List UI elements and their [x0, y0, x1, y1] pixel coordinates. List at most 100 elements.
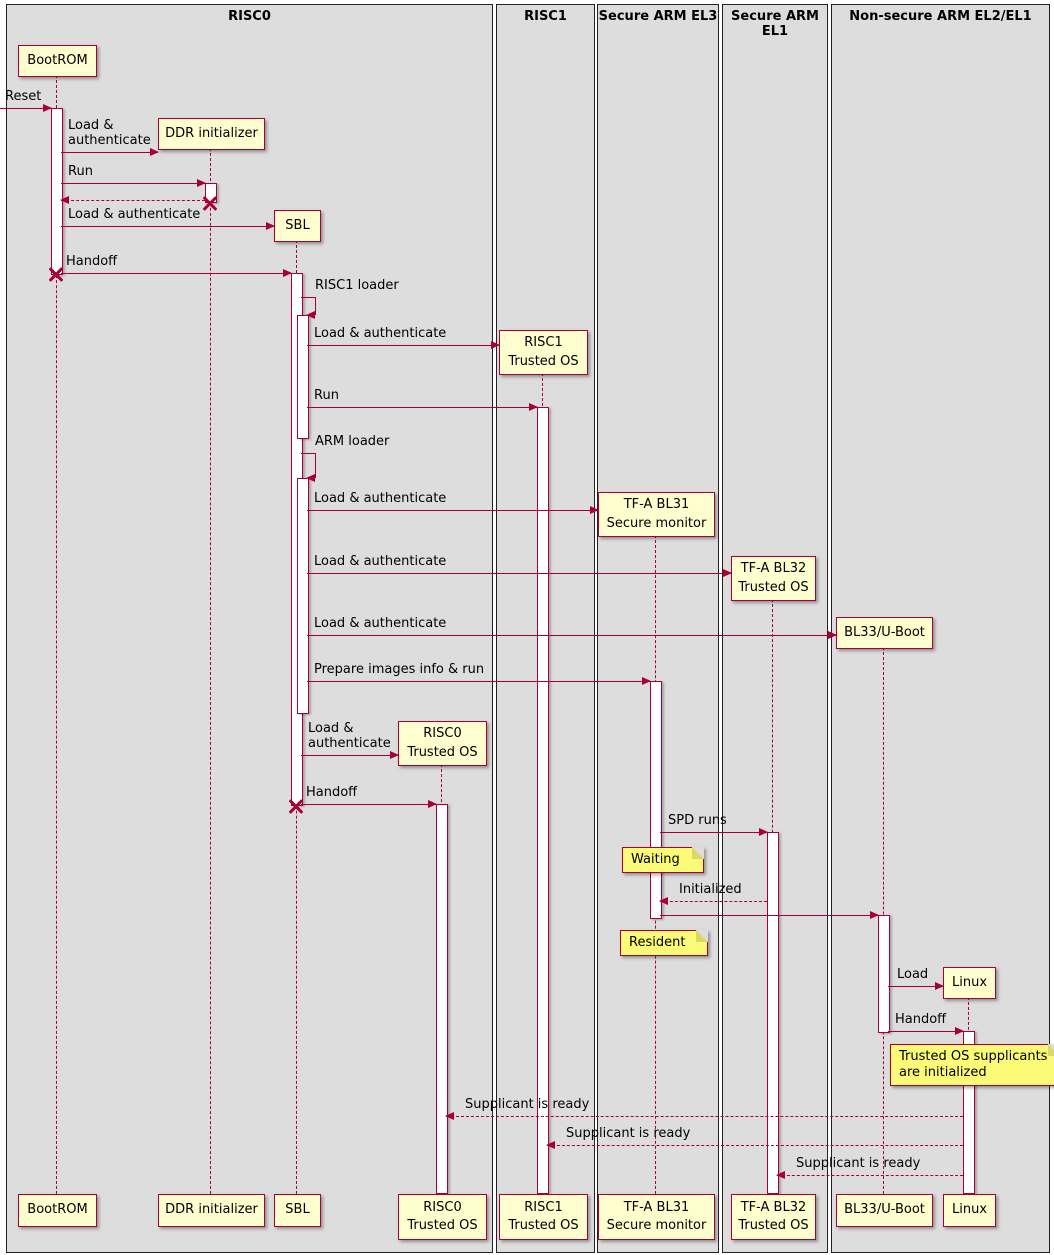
arrow-load-auth-bl31 [307, 506, 599, 514]
participant-ddr-top: DDR initializer [158, 118, 265, 150]
participant-risc0-tos-top: RISC0 Trusted OS [398, 721, 487, 766]
arrowhead [491, 341, 500, 349]
arrow-arm-loader-return [306, 474, 315, 482]
arrow-load-auth-bl33 [307, 631, 837, 639]
arrow-load-auth-risc1 [307, 341, 500, 349]
participant-linux-bottom: Linux [943, 1194, 996, 1227]
participant-sbl-bottom: SBL [274, 1194, 321, 1227]
arrow-handoff-risc0 [301, 800, 437, 808]
participant-ddr-bottom: DDR initializer [158, 1194, 265, 1227]
arrowhead [723, 569, 732, 577]
activation-risc0-tos [436, 804, 448, 1194]
activation-bl31 [650, 681, 662, 919]
arrow-load-auth-bl32 [307, 569, 732, 577]
participant-linux-top: Linux [943, 967, 996, 999]
arrowhead [428, 800, 437, 808]
label-spd-runs: SPD runs [668, 813, 727, 828]
participant-risc1-tos-top: RISC1 Trusted OS [499, 330, 588, 375]
arrowhead [60, 196, 69, 204]
label-handoff-risc0: Handoff [306, 785, 358, 800]
participant-bl32-top: TF-A BL32 Trusted OS [731, 556, 816, 601]
note-supplicants: Trusted OS supplicants are initialized [890, 1044, 1054, 1086]
label-run-ddr: Run [68, 164, 93, 179]
arrow-bl31-to-bl33 [660, 911, 879, 919]
arrowhead [445, 1112, 454, 1120]
arrow-handoff-linux [888, 1027, 964, 1035]
arrowhead [759, 828, 768, 836]
label-supplicant-risc1: Supplicant is ready [566, 1126, 691, 1141]
arrow-reset [0, 104, 52, 112]
label-risc1-loader: RISC1 loader [315, 278, 399, 293]
label-supplicant-bl32: Supplicant is ready [796, 1156, 921, 1171]
arrowhead [642, 677, 651, 685]
arrowhead [306, 311, 315, 319]
arrow-risc1-loader-top [301, 297, 315, 298]
lane-secure-arm-el3: Secure ARM EL3 [597, 4, 719, 1253]
activation-risc1-tos [537, 407, 549, 1194]
activation-sbl-arm-loader [297, 478, 309, 714]
arrowhead [546, 1141, 555, 1149]
participant-risc1-tos-bottom: RISC1 Trusted OS [499, 1194, 588, 1240]
arrowhead [870, 911, 879, 919]
participant-bl31-top: TF-A BL31 Secure monitor [598, 492, 715, 537]
label-load-auth-bl33: Load & authenticate [314, 616, 447, 631]
lane-title-secure-arm-el3: Secure ARM EL3 [598, 9, 718, 24]
label-load-auth-ddr: Load & authenticate [68, 118, 151, 148]
lane-title-secure-arm-el1: Secure ARM EL1 [731, 9, 819, 39]
arrowhead [529, 403, 538, 411]
destroy-x-bootrom [47, 265, 65, 283]
label-load-auth-bl31: Load & authenticate [314, 491, 447, 506]
arrowhead [935, 982, 944, 990]
activation-bootrom [51, 108, 63, 275]
lane-title-risc0: RISC0 [228, 9, 271, 24]
destroy-x-sbl [287, 797, 305, 815]
arrow-prepare-run [307, 677, 651, 685]
label-handoff-sbl: Handoff [66, 254, 118, 269]
note-waiting: Waiting [622, 847, 704, 873]
participant-bl33-bottom: BL33/U-Boot [836, 1194, 933, 1227]
label-reset: Reset [5, 89, 42, 104]
arrow-risc1-loader-return [306, 311, 315, 319]
arrow-load-auth-sbl [61, 222, 275, 230]
destroy-x-ddr [201, 194, 219, 212]
arrow-arm-loader-top [301, 453, 315, 454]
participant-sbl-top: SBL [274, 210, 321, 242]
label-load-auth-bl32: Load & authenticate [314, 554, 447, 569]
arrowhead [828, 631, 837, 639]
activation-bl33 [878, 915, 890, 1033]
label-prepare-run: Prepare images info & run [314, 662, 485, 677]
arrow-initialized [659, 897, 767, 905]
lane-title-nonsecure-arm: Non-secure ARM EL2/EL1 [849, 9, 1032, 24]
arrow-load-linux [888, 982, 944, 990]
label-load-auth-risc1: Load & authenticate [314, 326, 447, 341]
arrow-run-risc1 [307, 403, 538, 411]
arrow-handoff-sbl [61, 269, 292, 277]
label-supplicant-risc0: Supplicant is ready [465, 1097, 590, 1112]
lane-risc0: RISC0 [6, 4, 493, 1253]
activation-sbl-risc1-loader [297, 315, 309, 439]
participant-bootrom-bottom: BootROM [18, 1194, 97, 1227]
arrow-supplicant-risc0 [445, 1112, 963, 1120]
arrow-risc1-loader-side [315, 297, 316, 315]
arrow-supplicant-risc1 [546, 1141, 963, 1149]
arrowhead [283, 269, 292, 277]
arrowhead [197, 179, 206, 187]
label-handoff-linux: Handoff [895, 1012, 947, 1027]
arrowhead [43, 104, 52, 112]
arrow-return-ddr [60, 196, 205, 204]
label-load-auth-risc0: Load & authenticate [308, 721, 391, 751]
arrowhead [266, 222, 275, 230]
arrow-load-auth-ddr [61, 148, 159, 156]
label-arm-loader: ARM loader [315, 434, 390, 449]
participant-bl32-bottom: TF-A BL32 Trusted OS [731, 1194, 816, 1240]
arrowhead [306, 474, 315, 482]
activation-bl32 [767, 832, 779, 1194]
participant-risc0-tos-bottom: RISC0 Trusted OS [398, 1194, 487, 1240]
lifeline-bootrom [56, 75, 57, 1194]
note-resident: Resident [620, 930, 708, 956]
lifeline-ddr [210, 148, 211, 1194]
lane-title-risc1: RISC1 [524, 9, 567, 24]
arrowhead [590, 506, 599, 514]
participant-bl33-top: BL33/U-Boot [836, 617, 933, 649]
arrow-arm-loader-side [315, 453, 316, 478]
